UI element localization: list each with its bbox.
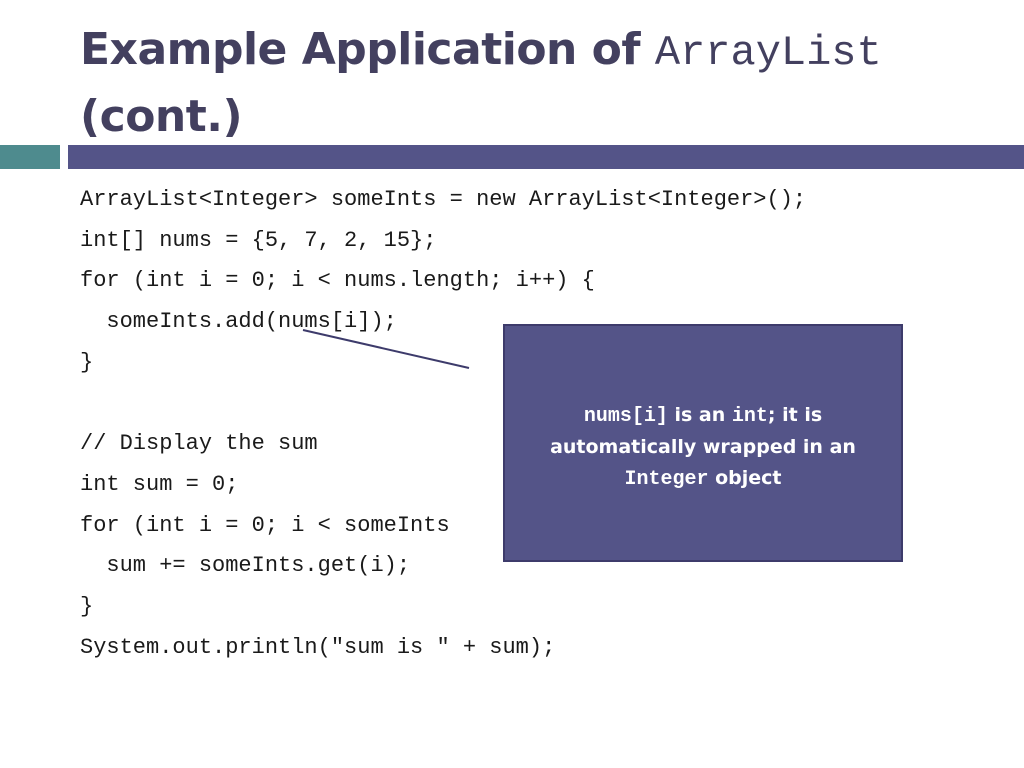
code-line: sum += someInts.get(i); bbox=[80, 553, 411, 579]
callout-code-int: int bbox=[731, 405, 768, 428]
accent-bar-purple bbox=[68, 145, 1024, 169]
callout-code-nums: nums[i] bbox=[583, 405, 668, 428]
callout-text: object bbox=[708, 467, 782, 489]
callout-code-integer: Integer bbox=[624, 468, 709, 491]
code-line: for (int i = 0; i < someInts bbox=[80, 512, 450, 538]
code-line: int[] nums = {5, 7, 2, 15}; bbox=[80, 227, 437, 253]
title-text: Example Application of bbox=[80, 24, 655, 75]
code-line: ArrayList<Integer> someInts = new ArrayL… bbox=[80, 187, 807, 212]
callout-box: nums[i] is an int; it is automatically w… bbox=[503, 324, 903, 562]
code-line: // Display the sum bbox=[80, 431, 318, 457]
code-line: } bbox=[80, 349, 94, 375]
code-line: } bbox=[80, 593, 94, 619]
code-line: for (int i = 0; i < nums.length; i++) { bbox=[80, 268, 595, 294]
accent-bar-teal bbox=[0, 145, 60, 169]
callout-text: ; it is automatically wrapped in an bbox=[550, 404, 856, 458]
code-block: ArrayList<Integer> someInts = new ArrayL… bbox=[80, 180, 806, 668]
callout-text: is an bbox=[667, 404, 732, 426]
slide-title: Example Application of ArrayList (cont.) bbox=[80, 18, 980, 149]
code-line: System.out.println("sum is " + sum); bbox=[80, 634, 556, 660]
title-code: ArrayList bbox=[654, 29, 882, 77]
code-line: int sum = 0; bbox=[80, 471, 239, 497]
title-cont: (cont.) bbox=[80, 91, 243, 142]
